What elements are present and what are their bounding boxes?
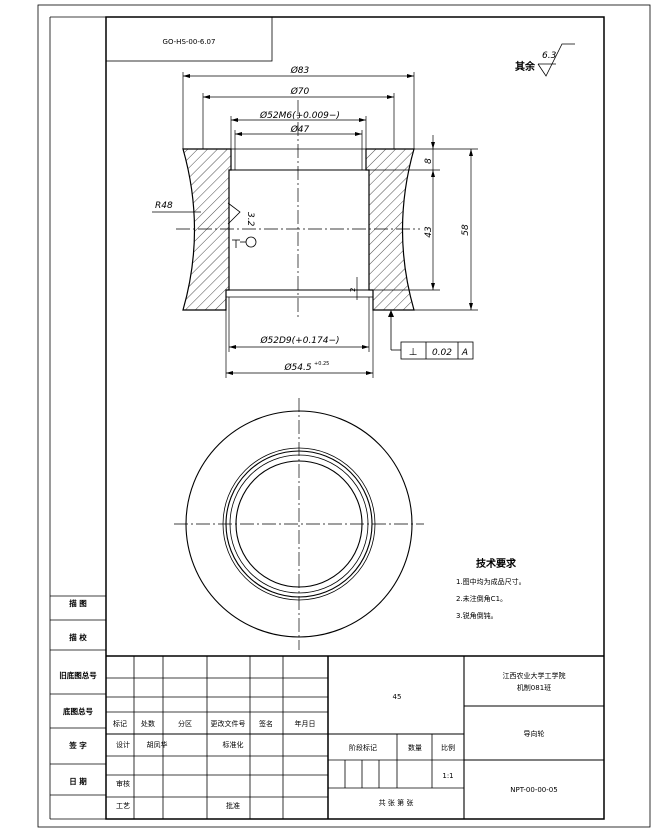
left-wall-section [182,148,232,311]
svg-text:+0.25: +0.25 [314,361,329,367]
svg-text:设计: 设计 [116,740,130,749]
svg-text:0.02: 0.02 [432,348,452,358]
svg-text:批准: 批准 [226,801,240,810]
svg-text:审核: 审核 [116,779,130,788]
svg-text:比例: 比例 [441,743,455,752]
svg-text:A: A [461,348,468,358]
drawing-number-box: GO-HS-00-6.07 [105,16,273,62]
strip-label-base: 底图总号 [63,706,93,716]
plan-view [174,398,424,650]
svg-text:工艺: 工艺 [116,802,130,810]
svg-text:3.锐角倒钝。: 3.锐角倒钝。 [456,611,498,620]
svg-text:1.图中均为成品尺寸。: 1.图中均为成品尺寸。 [456,577,526,586]
section-view [176,100,420,320]
right-wall-section [365,148,415,311]
outer-frame [37,4,651,828]
svg-text:阶段标记: 阶段标记 [349,743,377,752]
dim-len8: 8 [424,158,434,164]
svg-text:共 张 第 张: 共 张 第 张 [379,798,414,807]
inner-frame [105,16,605,820]
tolerance-frame: ⊥ 0.02 A [400,341,474,360]
svg-text:年月日: 年月日 [295,719,316,728]
svg-text:GO-HS-00-6.07: GO-HS-00-6.07 [163,38,216,46]
title-block: 标记 处数 分区 更改文件号 签名 年月日 设计 胡凤华 标准化 审核 工艺 批… [106,655,604,819]
dim-d52m6: Ø52M6(+0.009−) [259,110,340,121]
svg-text:签名: 签名 [259,719,273,728]
dim-d52d9: Ø52D9(+0.174−) [259,335,339,346]
section-dimensions: Ø83 Ø70 Ø52M6(+0.009−) Ø47 8 43 58 [152,65,478,378]
svg-text:江西农业大学工学院: 江西农业大学工学院 [503,671,566,680]
material: 45 [393,693,402,701]
strip-label-date: 日 期 [69,776,87,786]
svg-text:机制081班: 机制081班 [517,683,551,692]
drawing-code: NPT-00-00-05 [510,786,557,794]
svg-text:3.2: 3.2 [245,212,255,227]
svg-text:处数: 处数 [141,719,155,728]
technical-requirements: 技术要求 1.图中均为成品尺寸。 2.未注倒角C1。 3.锐角倒钝。 [456,557,526,620]
svg-text:⊥: ⊥ [409,347,418,358]
dim-d70: Ø70 [290,86,310,97]
svg-text:数量: 数量 [408,743,422,752]
svg-text:更改文件号: 更改文件号 [211,719,246,728]
part-name: 导向轮 [524,729,545,738]
strip-label-check: 描 校 [69,632,87,642]
svg-text:胡凤华: 胡凤华 [147,740,168,749]
strip-label-sign: 签 字 [68,740,87,750]
svg-text:技术要求: 技术要求 [476,557,517,570]
svg-text:2: 2 [349,288,357,292]
dim-len43: 43 [424,226,434,238]
svg-text:标记: 标记 [113,719,127,728]
svg-text:分区: 分区 [178,719,192,728]
strip-label-trace: 描 图 [69,598,87,608]
surface-finish-symbol: 其余 6.3 [515,43,575,77]
dim-r48: R48 [155,201,173,211]
svg-text:2.未注倒角C1。: 2.未注倒角C1。 [456,594,507,603]
dim-d54-5: Ø54.5 [283,362,311,373]
strip-label-old-base: 旧底图总号 [59,670,97,680]
dim-d47: Ø47 [290,124,310,135]
dim-len58: 58 [461,224,471,236]
svg-text:6.3: 6.3 [542,51,557,61]
dim-d83: Ø83 [290,65,310,76]
svg-text:其余: 其余 [515,60,536,73]
svg-text:1:1: 1:1 [442,772,453,780]
left-strip: 描 图 描 校 旧底图总号 底图总号 签 字 日 期 [49,16,106,820]
svg-text:标准化: 标准化 [223,740,244,749]
